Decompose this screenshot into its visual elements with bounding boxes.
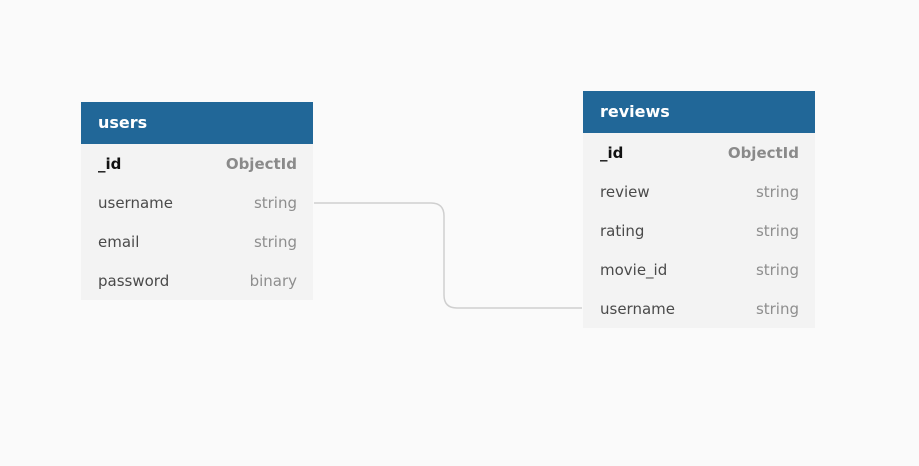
users-field-email[interactable]: email string <box>81 222 313 261</box>
reviews-table-title[interactable]: reviews <box>583 91 815 133</box>
field-type: string <box>755 260 799 279</box>
field-type: ObjectId <box>225 154 297 173</box>
reviews-field-movie-id[interactable]: movie_id string <box>583 250 815 289</box>
users-table[interactable]: users _id ObjectId username string email… <box>81 102 313 300</box>
users-field-id[interactable]: _id ObjectId <box>81 144 313 183</box>
field-name: review <box>600 182 650 201</box>
field-type: binary <box>249 271 297 290</box>
field-name: email <box>98 232 140 251</box>
reviews-table[interactable]: reviews _id ObjectId review string ratin… <box>583 91 815 328</box>
reviews-field-username[interactable]: username string <box>583 289 815 328</box>
field-name: username <box>98 193 173 212</box>
field-type: string <box>755 221 799 240</box>
users-field-username[interactable]: username string <box>81 183 313 222</box>
field-name: rating <box>600 221 645 240</box>
field-type: string <box>755 182 799 201</box>
field-type: string <box>755 299 799 318</box>
field-name: _id <box>98 154 122 173</box>
reviews-field-rating[interactable]: rating string <box>583 211 815 250</box>
field-name: movie_id <box>600 260 668 279</box>
field-name: password <box>98 271 170 290</box>
reviews-field-review[interactable]: review string <box>583 172 815 211</box>
field-type: ObjectId <box>727 143 799 162</box>
users-table-title[interactable]: users <box>81 102 313 144</box>
field-type: string <box>253 193 297 212</box>
users-field-password[interactable]: password binary <box>81 261 313 300</box>
reviews-field-id[interactable]: _id ObjectId <box>583 133 815 172</box>
field-name: _id <box>600 143 624 162</box>
field-name: username <box>600 299 675 318</box>
field-type: string <box>253 232 297 251</box>
